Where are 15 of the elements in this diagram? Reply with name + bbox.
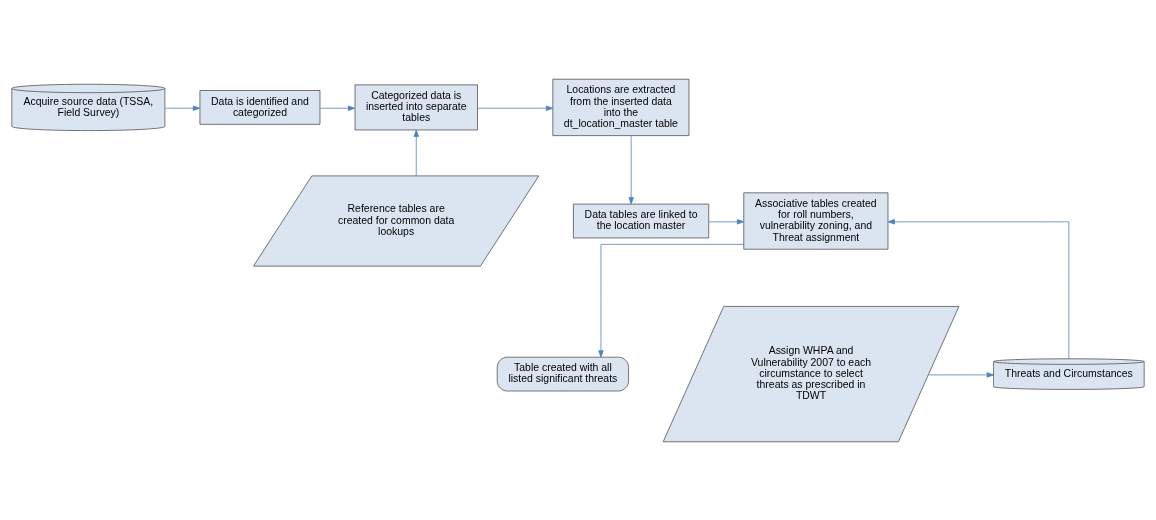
arrow (928, 371, 994, 378)
node-box: Categorized data is inserted into separate tables (354, 83, 478, 130)
node-box: Locations are extracted from the inserted data into the dt_location_master table (552, 78, 690, 136)
arrow (319, 105, 356, 111)
arrow (887, 218, 1070, 359)
arrow (628, 134, 634, 204)
arrow (164, 105, 201, 111)
arrow (708, 218, 745, 224)
arrow (477, 105, 554, 111)
node-box: Table created with all listed significant threats (496, 356, 629, 391)
arrow (598, 243, 745, 358)
node-box: Data tables are linked to the location master (572, 203, 710, 238)
node-box: Associative tables created for roll numbers, vulnerability zoning, and Threat assignment (743, 191, 889, 250)
arrow (413, 129, 419, 176)
node-box: Data is identified and categorized (199, 89, 321, 125)
